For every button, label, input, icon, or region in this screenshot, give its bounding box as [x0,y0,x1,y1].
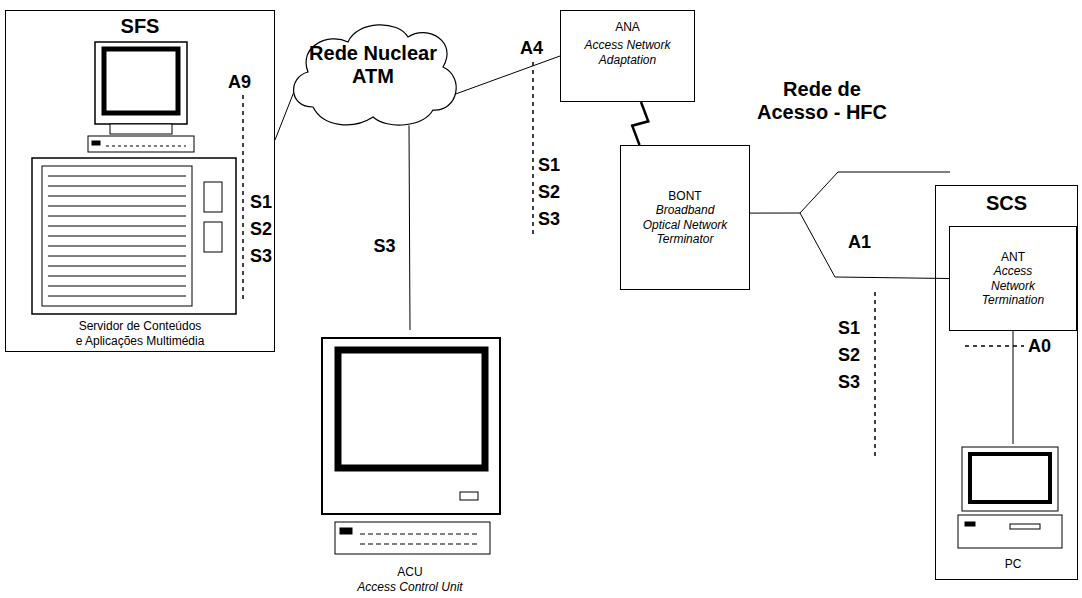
signal-label: S1 [250,192,272,213]
node-title: ANT [1001,250,1025,264]
pc-node: PC [953,444,1073,573]
reference-point-label: A1 [848,232,871,253]
monitor-screen [970,454,1050,502]
connection-line [1013,331,1014,444]
network-cloud: Rede Nuclear ATM [283,12,463,130]
monitor-button [460,492,478,500]
server-monitor [88,42,194,152]
reference-point-label: A0 [1028,336,1051,357]
client-box: SCS ANTAccess Network TerminationPC [935,185,1078,580]
hfc-branch-wire [800,172,950,213]
tower-panel [42,166,192,306]
node-description: Broadband Optical Network Terminator [639,203,731,246]
signal-label: S3 [250,246,272,267]
signal-label: S3 [538,209,560,230]
power-led [92,141,100,145]
pc-computer [958,447,1062,548]
monitor-stand [110,124,172,134]
node-title: SCS [986,192,1027,215]
node-title: ANA [615,20,640,34]
drive-bay [204,182,222,212]
terminal-node: ACUAccess Control Unit [315,330,505,596]
node-description: Servidor de Conteúdos e Aplicações Multi… [74,319,206,348]
network-label: Rede de Acesso - HFC [752,78,892,124]
node-description: Access Network Adaptation [573,38,683,67]
node-title: Rede Nuclear ATM [306,42,440,88]
connection-line [275,92,294,140]
reference-line [965,345,1024,347]
equipment-box: BONTBroadband Optical Network Terminator [620,145,750,290]
keyboard-keys [106,146,186,147]
monitor-screen [104,49,178,113]
reference-point-label: A9 [228,72,251,93]
signal-label: S3 [374,236,396,257]
node-description: Access Control Unit [357,580,462,594]
node-title: SFS [121,15,160,38]
node-title: PC [1005,557,1022,571]
reference-point-label: A4 [520,38,543,59]
equipment-box: ANTAccess Network Termination [949,226,1077,331]
monitor-case [322,338,500,514]
cloud-shape [294,25,457,125]
signal-label: S2 [838,345,860,366]
radio-link [632,102,648,145]
power-led [965,522,975,526]
keyboard [335,522,490,554]
power-led [340,528,352,534]
node-title: BONT [668,189,701,203]
monitor-case [95,42,187,124]
drive-bay [204,222,222,252]
acu-computer [322,338,500,554]
signal-label: S2 [250,219,272,240]
equipment-box: ANA Access Network Adaptation [560,10,695,102]
monitor-case [962,447,1058,511]
tower-slots [48,176,186,296]
server-tower [32,158,236,314]
node-description: Access Network Termination [978,264,1048,307]
monitor-screen [338,350,485,468]
reference-line [532,62,534,235]
reference-line [874,292,876,460]
keyboard-keys [360,534,480,544]
tower-case [32,158,236,314]
pc-case [958,515,1062,548]
connection-line [454,56,560,95]
drive-slot [1010,524,1040,529]
signal-label: S1 [838,318,860,339]
server-box: SFS Servidor de Conteúdos e Aplicações Mu… [5,10,275,352]
signal-label: S3 [838,372,860,393]
signal-label: S1 [538,155,560,176]
connection-line [409,125,410,330]
connection-line [750,213,949,279]
node-title: ACU [397,565,422,579]
signal-label: S2 [538,182,560,203]
reference-line [242,95,244,300]
server-keyboard [88,136,194,152]
